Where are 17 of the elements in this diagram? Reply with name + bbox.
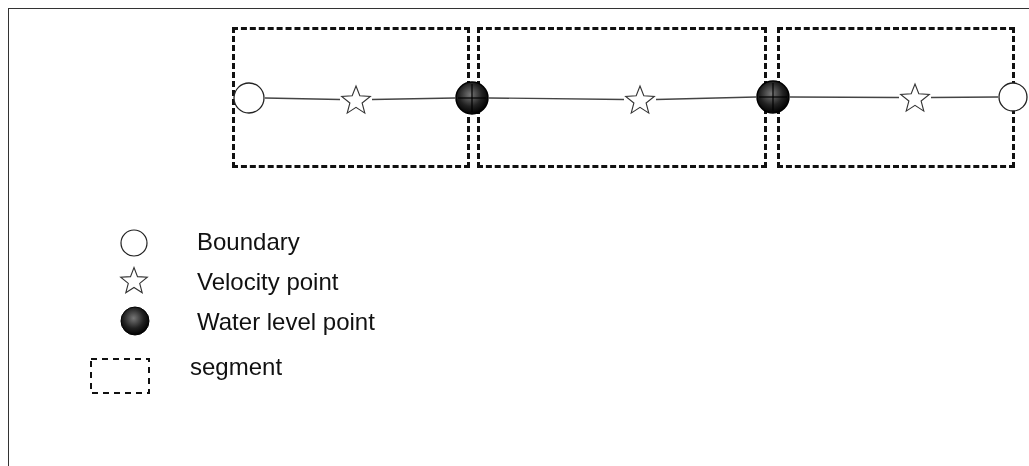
- connector-line: [488, 97, 625, 101]
- boundary-circle: [233, 82, 265, 114]
- legend-label: Velocity point: [197, 268, 339, 296]
- velocity-star: [624, 84, 656, 115]
- water-level-point: [756, 80, 790, 114]
- boundary-circle: [998, 82, 1028, 112]
- legend-label: Boundary: [197, 228, 300, 256]
- velocity-star: [340, 84, 372, 115]
- legend-label: segment: [190, 353, 283, 381]
- connector-line: [371, 97, 456, 101]
- connector-line: [789, 96, 900, 99]
- water-level-point: [455, 81, 489, 115]
- connector-line: [655, 96, 757, 101]
- connector-line: [930, 96, 999, 99]
- connector-line: [264, 97, 341, 101]
- legend-label: Water level point: [197, 308, 375, 336]
- velocity-star: [899, 82, 931, 113]
